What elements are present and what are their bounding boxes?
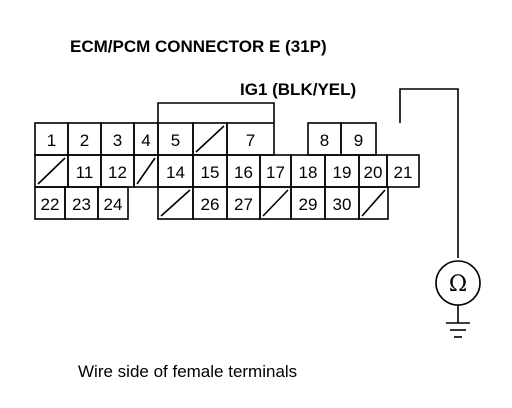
terminal-label: 9 — [354, 131, 363, 150]
terminal-21 — [386, 154, 420, 188]
terminal-label: 16 — [234, 163, 253, 182]
ohmmeter-circuit — [399, 88, 481, 338]
terminal-label: 23 — [72, 195, 91, 214]
terminal-label: 30 — [333, 195, 352, 214]
terminal-label: 7 — [246, 131, 255, 150]
terminal-label: 3 — [113, 131, 122, 150]
test-lead-wire — [399, 88, 459, 258]
terminal-label: 4 — [141, 131, 150, 150]
terminal-label: 29 — [299, 195, 318, 214]
terminal-label: 22 — [41, 195, 60, 214]
diagram-caption: Wire side of female terminals — [78, 362, 297, 381]
terminal-label: 27 — [234, 195, 253, 214]
terminal-label: 21 — [394, 163, 413, 182]
terminal-label: 18 — [299, 163, 318, 182]
terminal-label: 19 — [333, 163, 352, 182]
terminal-label: 12 — [108, 163, 127, 182]
terminal-label: 1 — [47, 131, 56, 150]
terminal-label: 24 — [104, 195, 123, 214]
wire-label: IG1 (BLK/YEL) — [240, 80, 356, 99]
unused-cavity — [358, 186, 389, 220]
ground-icon — [446, 322, 470, 338]
terminal-label: 5 — [171, 131, 180, 150]
unused-cavity-slash — [136, 157, 156, 185]
terminal-label: 26 — [201, 195, 220, 214]
terminal-label: 11 — [76, 163, 94, 182]
unused-cavity-slash — [195, 125, 225, 153]
connector-title: ECM/PCM CONNECTOR E (31P) — [70, 37, 327, 56]
connector-lock-tab — [157, 102, 275, 123]
terminal-label: 17 — [266, 163, 285, 182]
ohm-symbol: Ω — [449, 272, 467, 297]
unused-cavity-slash — [160, 189, 191, 217]
terminal-label: 2 — [80, 131, 89, 150]
terminal-label: 14 — [166, 163, 185, 182]
terminal-label: 15 — [201, 163, 220, 182]
unused-cavity-slash — [262, 189, 289, 217]
unused-cavity-slash — [37, 157, 66, 185]
terminal-label: 8 — [320, 131, 329, 150]
unused-cavity-slash — [361, 189, 386, 217]
terminal-24 — [97, 186, 129, 220]
terminal-label: 20 — [364, 163, 383, 182]
